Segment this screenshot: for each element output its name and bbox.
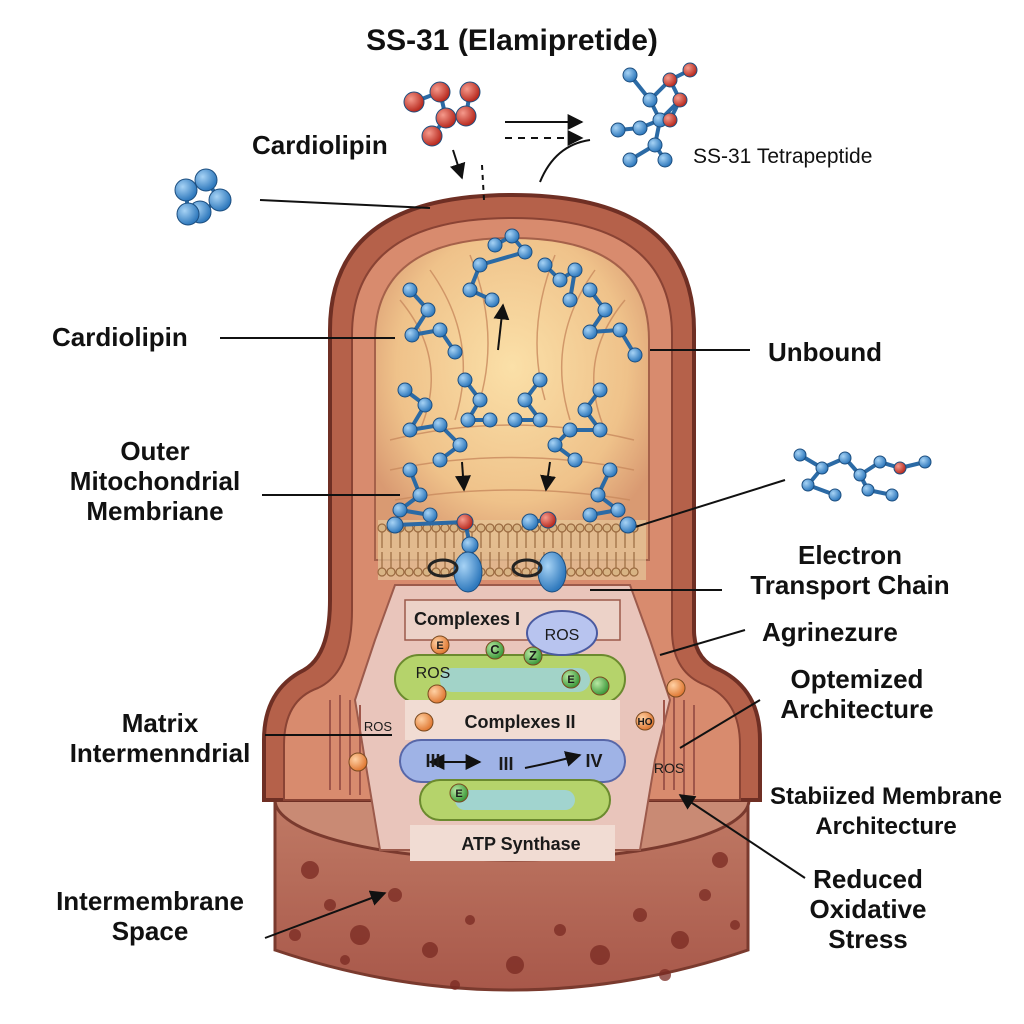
interior-ss31-molecule (507, 372, 548, 428)
side-cristae (329, 695, 695, 795)
interior-ss31-molecule (582, 282, 643, 363)
label-optemized: Optemized Architecture (752, 664, 962, 724)
label-etc-line1: Electron (797, 540, 903, 570)
label-outer-line2: Mitochondrial (69, 466, 241, 496)
interior-ss31-molecule (582, 462, 626, 523)
label-stabilized-line2: Architecture (815, 813, 957, 840)
arrow-entry (449, 149, 466, 180)
complex-iii-left: III (425, 751, 440, 771)
callout-lines (220, 114, 806, 939)
arrow-down-right (540, 461, 556, 492)
complexes-ii-label: Complexes II (464, 712, 575, 732)
arrow-intermembrane (264, 890, 387, 939)
label-matrix: Matrix Intermenndrial (40, 708, 280, 768)
label-outer-line3: Membriane (86, 496, 224, 526)
label-reduced-line2: Oxidative (809, 894, 927, 924)
label-cardiolipin-top: Cardiolipin (252, 130, 388, 160)
interior-ss31-molecule (537, 257, 583, 308)
label-matrix-line1: Matrix (121, 708, 199, 738)
e-marker-1: E (436, 640, 443, 652)
label-optemized-line1: Optemized (790, 664, 924, 694)
interior-ss31-molecule (547, 382, 608, 468)
label-agrinezure: Agrinezure (762, 617, 898, 647)
label-electron-transport: Electron Transport Chain (730, 540, 970, 600)
interior-ss31-molecule (397, 382, 468, 468)
interior-ss31-molecule (457, 372, 498, 428)
label-ss31-tetrapeptide: SS-31 Tetrapeptide (693, 145, 873, 168)
arrow-down-left (454, 461, 471, 492)
label-outer-membrane: Outer Mitochondrial Membriane (40, 436, 270, 526)
z-marker: Z (529, 648, 537, 663)
label-matrix-line2: Intermenndrial (69, 738, 251, 768)
label-stabilized: Stabiized Membrane Architecture (752, 782, 1020, 842)
cardiolipin-cluster-blue (174, 168, 232, 226)
lipid-bilayer (377, 520, 646, 580)
unbound-molecule-right (793, 448, 932, 502)
diagram-title: SS-31 (Elamipretide) (366, 24, 658, 57)
interior-ss31-molecule (392, 462, 438, 523)
ros-band-label: ROS (416, 665, 451, 682)
molecule-layer (174, 62, 932, 803)
e-marker-3: E (455, 788, 462, 800)
complex-iv-label: IV (585, 751, 602, 771)
interior-ss31-molecule (462, 228, 533, 308)
cardiolipin-molecule-red (403, 81, 481, 147)
label-intermembrane-line2: Space (111, 916, 189, 946)
e-marker-2: E (567, 674, 574, 686)
membrane-channels (427, 551, 567, 593)
ho-marker: HO (638, 717, 653, 728)
label-etc-line2: Transport Chain (750, 570, 950, 600)
arrow-complex-iv (524, 751, 582, 769)
leader-molecule (634, 479, 786, 528)
ros-bubble (526, 610, 598, 656)
label-reduced-line1: Reduced (813, 864, 923, 894)
label-reduced-line3: Stress (828, 924, 908, 954)
ros-left-label: ROS (364, 719, 393, 734)
label-optemized-line2: Architecture (780, 694, 934, 724)
label-reduced-stress: Reduced Oxidative Stress (768, 864, 968, 954)
complexes-i-label: Complexes I (414, 609, 520, 629)
curve-entry (539, 139, 591, 183)
intermembrane-speckles (289, 852, 740, 990)
label-cardiolipin-left: Cardiolipin (52, 322, 188, 352)
leader-optemized (679, 699, 761, 749)
ros-right-label: ROS (654, 760, 684, 776)
ss31-tetrapeptide-molecule (610, 62, 698, 168)
interior-ss31-molecule (402, 282, 463, 360)
label-unbound: Unbound (768, 337, 883, 367)
leader-agrinezure (659, 629, 746, 656)
leader-cardiolipin-top (259, 199, 431, 209)
anchored-molecule-right (521, 511, 637, 534)
c-marker: C (490, 642, 500, 657)
arrow-up-matrix (493, 303, 510, 351)
arrow-reduced (678, 794, 806, 879)
electron-carriers (348, 635, 686, 803)
ros-bubble-label: ROS (545, 627, 580, 644)
label-intermembrane-line1: Intermembrane (56, 886, 244, 916)
atp-synthase-label: ATP Synthase (461, 834, 580, 854)
label-stabilized-line1: Stabiized Membrane (769, 783, 1003, 810)
label-outer-line1: Outer (120, 436, 190, 466)
complex-iii-mid: III (498, 754, 513, 774)
inner-membrane-region (329, 584, 695, 861)
label-intermembrane: Intermembrane Space (30, 886, 270, 946)
